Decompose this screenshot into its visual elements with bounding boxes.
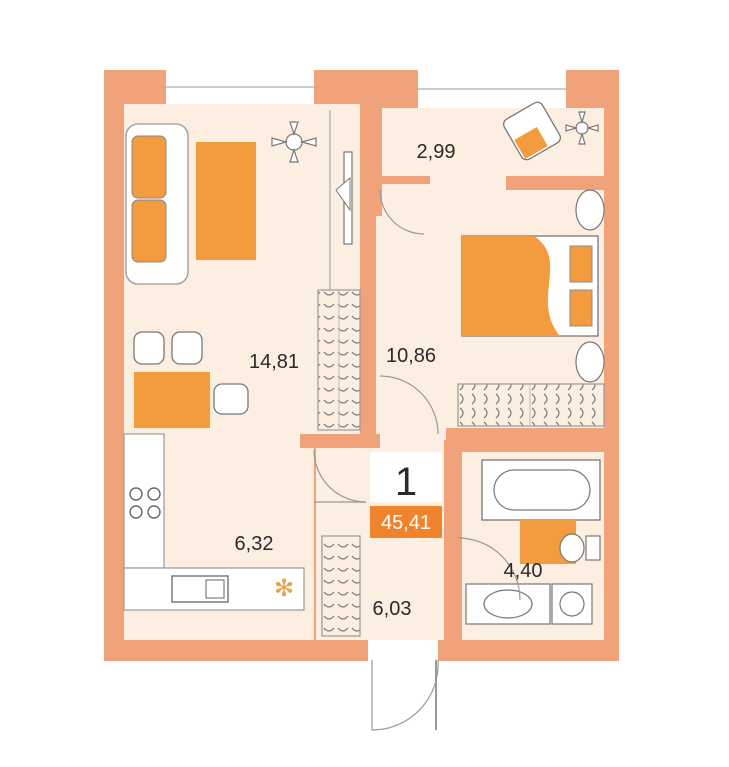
wardrobe-icon: [321, 535, 361, 637]
washbasin-icon: [465, 583, 551, 625]
nightstand: [575, 341, 605, 383]
dining-table-icon: [134, 372, 210, 428]
sofa-icon: [125, 123, 189, 285]
rug-icon: [196, 142, 256, 260]
fridge-icon: ✻: [274, 574, 294, 602]
stove-icon: [129, 487, 161, 519]
total-area: 45,41: [381, 512, 431, 534]
wardrobe-icon: [457, 383, 605, 427]
bedroom-area: 10,86: [386, 345, 436, 367]
kitchen-area: 6,32: [235, 533, 274, 555]
chair-icon: [133, 331, 249, 415]
door-icon[interactable]: [368, 640, 439, 731]
rooms-count: 1: [395, 460, 417, 504]
plant-icon: [271, 121, 317, 163]
plant-icon: [565, 111, 599, 145]
wardrobe-icon: [317, 289, 361, 431]
balcony-area: 2,99: [417, 141, 456, 163]
living-room-area: 14,81: [249, 351, 299, 373]
corridor-floor: [376, 380, 446, 440]
bed-icon: [461, 235, 599, 337]
bathtub-icon: [481, 459, 601, 521]
tv-icon: [329, 110, 353, 290]
balcony-floor: [382, 108, 604, 176]
toilet-icon: [559, 533, 601, 563]
bathroom-area: 4,40: [504, 560, 543, 582]
armchair-icon: [502, 101, 562, 161]
window-icon: [166, 70, 566, 108]
apartment-summary: 1 45,41: [370, 452, 442, 538]
nightstand: [575, 189, 605, 231]
svg-text:✻: ✻: [274, 574, 294, 602]
sink-icon: [171, 575, 229, 603]
hallway-area: 6,03: [373, 598, 412, 620]
washing-machine-icon: [551, 583, 593, 625]
